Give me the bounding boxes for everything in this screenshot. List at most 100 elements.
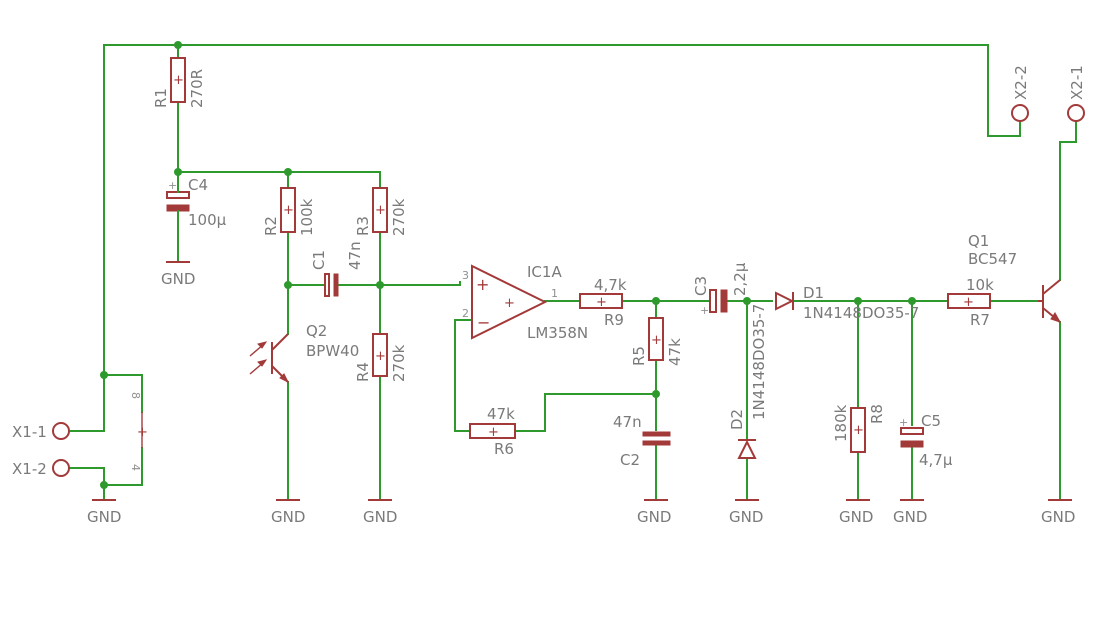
r8-name: R8 xyxy=(868,404,886,424)
d2-value: 1N4148DO35-7 xyxy=(750,304,768,420)
q1-name: Q1 xyxy=(968,232,989,250)
r5-value: 47k xyxy=(666,338,684,366)
gnd-label: GND xyxy=(729,508,763,526)
capacitor-plate-left xyxy=(709,289,717,313)
capacitor-plus: + xyxy=(168,179,177,192)
resistor-r8[interactable]: + 180k R8 xyxy=(832,404,886,453)
connector-x1: X1-1 X1-2 + 8 4 xyxy=(12,392,148,478)
junction-dot xyxy=(284,168,292,176)
ground-icon: GND xyxy=(637,499,671,526)
gnd-label: GND xyxy=(839,508,873,526)
resistor-body xyxy=(850,407,866,453)
diode-triangle xyxy=(737,439,757,459)
opamp-pin3: 3 xyxy=(462,269,469,282)
gnd-label: GND xyxy=(161,270,195,288)
transistor-emitter-arrow xyxy=(1050,312,1062,323)
diode-triangle xyxy=(775,291,795,311)
resistor-plus: + xyxy=(488,425,499,440)
r1-name: R1 xyxy=(152,88,170,108)
resistor-r5[interactable]: + R5 47k xyxy=(630,317,684,366)
connector-pad-x2-2[interactable] xyxy=(1011,104,1029,122)
c3-value: 2,2µ xyxy=(731,262,749,296)
connector-label-x1-1: X1-1 xyxy=(12,423,47,441)
junction-dot xyxy=(174,168,182,176)
ground-icon: GND xyxy=(1041,499,1075,526)
resistor-body xyxy=(947,293,991,309)
r5-name: R5 xyxy=(630,346,648,366)
capacitor-plus: + xyxy=(899,416,908,429)
r1-value: 270R xyxy=(188,69,206,108)
resistor-plus: + xyxy=(853,423,864,438)
ground-icon: GND xyxy=(87,499,121,526)
opamp-minus-sign: − xyxy=(477,313,490,332)
resistor-plus: + xyxy=(375,203,386,218)
junction-dot xyxy=(284,281,292,289)
capacitor-c4[interactable]: + C4 100µ xyxy=(166,176,227,229)
resistor-r6[interactable]: + 47k R6 xyxy=(469,405,516,458)
resistor-r9[interactable]: + 4,7k R9 xyxy=(579,276,627,329)
resistor-body xyxy=(170,57,186,103)
gnd-label: GND xyxy=(271,508,305,526)
resistor-r3[interactable]: + R3 270k xyxy=(354,187,408,236)
gnd-label: GND xyxy=(637,508,671,526)
c4-value: 100µ xyxy=(188,211,227,229)
junction-dot xyxy=(652,390,660,398)
opamp-center-plus: + xyxy=(504,296,515,311)
capacitor-plate-bottom xyxy=(900,440,924,448)
resistor-r7[interactable]: + 10k R7 xyxy=(947,276,994,329)
resistor-r4[interactable]: + R4 270k xyxy=(354,333,408,382)
wires xyxy=(69,44,1077,501)
r6-name: R6 xyxy=(494,440,514,458)
connector-label-x1-2: X1-2 xyxy=(12,460,47,478)
capacitor-c1[interactable]: C1 47n xyxy=(310,241,364,297)
wire-r1-bottom xyxy=(177,101,381,189)
diode-d1[interactable]: D1 1N4148DO35-7 xyxy=(775,284,919,322)
connector-label-x2-1: X2-1 xyxy=(1068,65,1086,100)
r9-name: R9 xyxy=(604,311,624,329)
ground-symbols: GND GND GND GND GND GND GND GND xyxy=(87,261,1075,526)
capacitor-c5[interactable]: + C5 4,7µ xyxy=(899,412,953,469)
transistor-emitter-arrow xyxy=(279,373,290,384)
diode-d2[interactable]: D2 1N4148DO35-7 xyxy=(728,304,768,459)
light-arrowhead-icon xyxy=(257,359,268,367)
capacitor-c2[interactable]: 47n C2 xyxy=(613,413,671,469)
connector-pad-x1-2[interactable] xyxy=(52,459,70,477)
junction-dot xyxy=(376,281,384,289)
capacitor-plate-top xyxy=(642,431,671,437)
connector-x1-pin8: 8 xyxy=(129,392,142,399)
connector-pad-x1-1[interactable] xyxy=(52,422,70,440)
d2-name: D2 xyxy=(728,409,746,430)
q2-name: Q2 xyxy=(306,322,327,340)
opamp-pin1: 1 xyxy=(551,287,558,300)
capacitor-c3[interactable]: + C3 2,2µ xyxy=(692,262,749,317)
gnd-label: GND xyxy=(1041,508,1075,526)
opamp-ic1a[interactable]: + − + 3 2 1 IC1A LM358N xyxy=(462,263,588,342)
q2-value: BPW40 xyxy=(306,342,359,360)
r4-value: 270k xyxy=(390,344,408,382)
junction-dot xyxy=(652,297,660,305)
resistor-body xyxy=(579,293,623,309)
connector-pad-x2-1[interactable] xyxy=(1067,104,1085,122)
connector-x2: X2-2 X2-1 xyxy=(1011,65,1086,122)
transistor-q1[interactable]: Q1 BC547 xyxy=(968,232,1062,323)
resistor-plus: + xyxy=(173,73,184,88)
opamp-pin2: 2 xyxy=(462,307,469,320)
resistor-plus: + xyxy=(375,349,386,364)
capacitor-plate-right xyxy=(720,289,728,313)
r3-value: 270k xyxy=(390,198,408,236)
c1-name: C1 xyxy=(310,250,328,270)
capacitor-plate-right xyxy=(333,273,339,297)
gnd-label: GND xyxy=(363,508,397,526)
resistor-r2[interactable]: + R2 100k xyxy=(262,187,316,236)
junction-dot xyxy=(908,297,916,305)
q1-value: BC547 xyxy=(968,250,1017,268)
ic1a-name: IC1A xyxy=(527,263,562,281)
connector-x1-plus: + xyxy=(137,425,148,440)
ground-icon: GND xyxy=(729,499,763,526)
resistor-body xyxy=(648,317,664,361)
resistor-body xyxy=(469,423,516,439)
resistor-r1[interactable]: + R1 270R xyxy=(152,57,206,108)
transistor-q2[interactable]: Q2 BPW40 xyxy=(249,322,359,384)
ground-icon: GND xyxy=(161,261,195,288)
resistor-plus: + xyxy=(283,203,294,218)
